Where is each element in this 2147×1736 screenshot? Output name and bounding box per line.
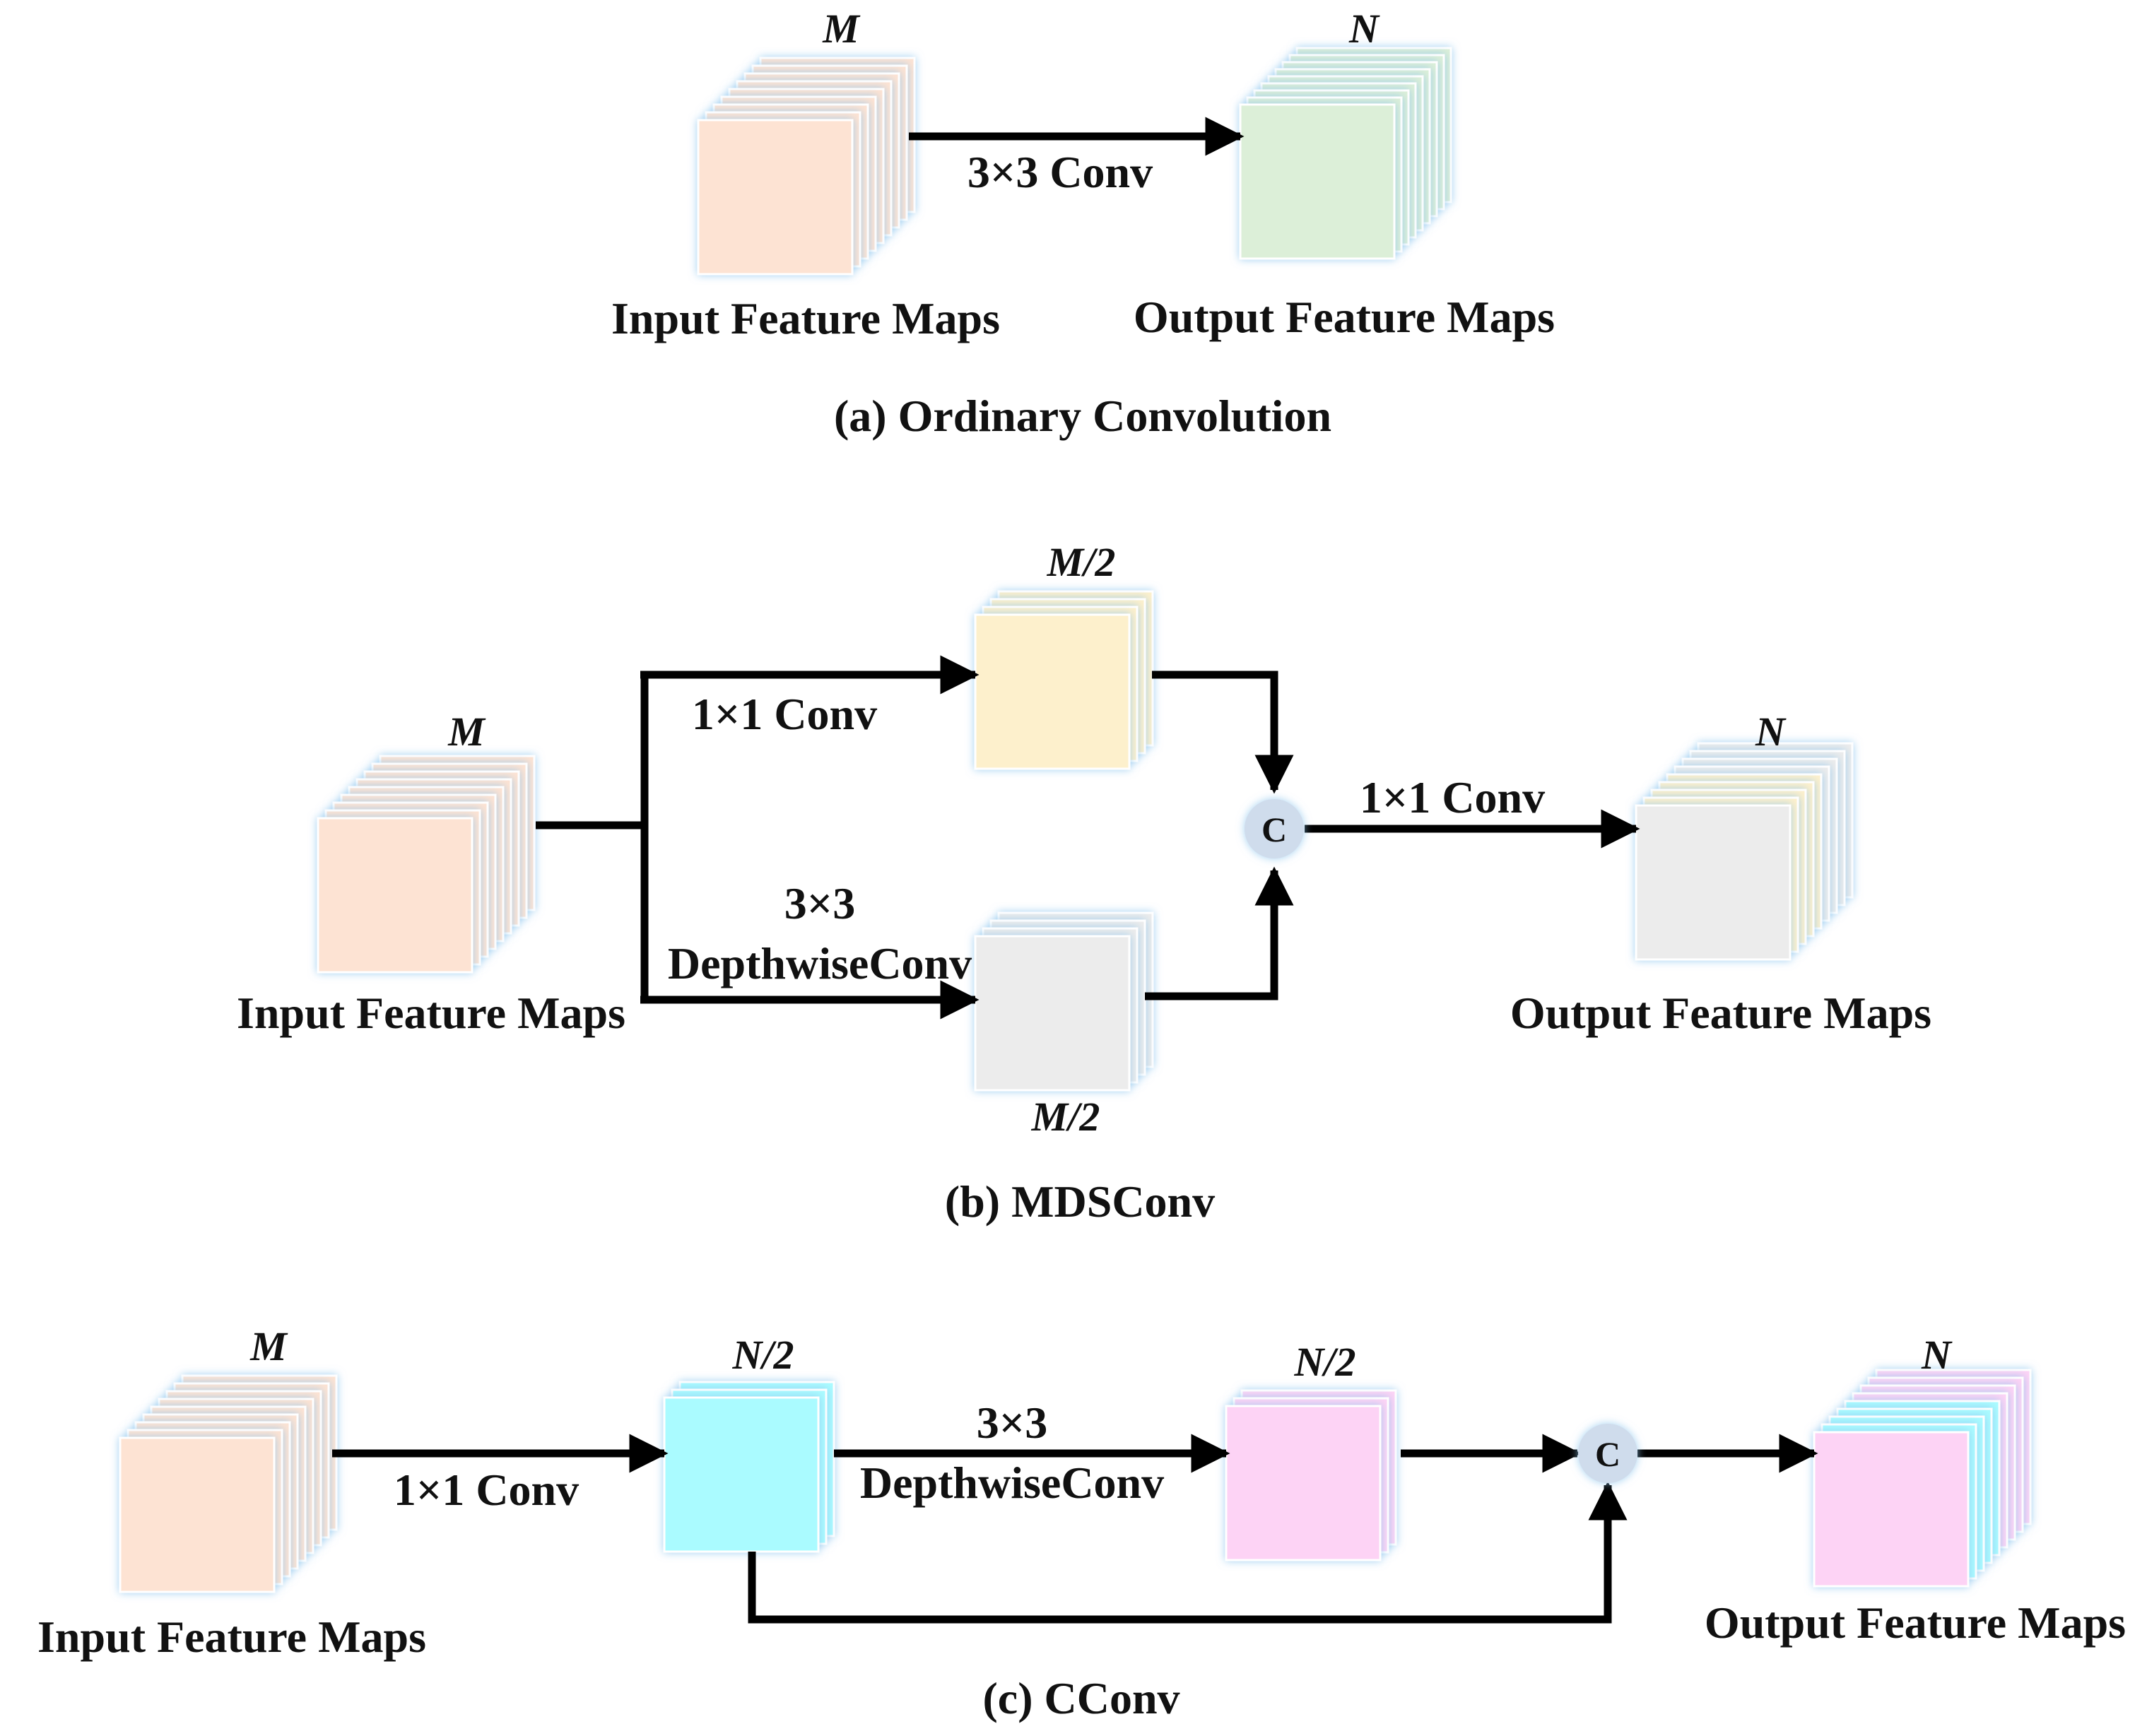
panel-b-output-label: Output Feature Maps	[1510, 988, 1931, 1038]
panel-b-bottom-stack-front-map	[974, 935, 1131, 1092]
panel-c-mid2-stack	[1225, 1389, 1397, 1561]
panel-a-ordinary-convolution: M N 3×3 Conv Input Feature Maps Output F…	[611, 6, 1555, 441]
panel-b-top-op: 1×1 Conv	[692, 689, 877, 739]
panel-c-mid1-stack-front-map	[663, 1396, 820, 1553]
panel-b-bottom-channels: M/2	[1031, 1094, 1100, 1140]
panel-b-bottom-op-line2: DepthwiseConv	[668, 938, 972, 988]
panel-a-op-label: 3×3 Conv	[967, 147, 1153, 197]
panel-c-skip-connection	[748, 1481, 1628, 1624]
panel-c-input-stack-front-map	[119, 1436, 276, 1593]
panel-c-output-stack	[1813, 1369, 2032, 1588]
panel-c-caption: (c) CConv	[982, 1673, 1180, 1723]
panel-c-input-label: Input Feature Maps	[37, 1612, 426, 1662]
panel-c-input-channels: M	[249, 1323, 288, 1369]
panel-c-output-channels: N	[1921, 1332, 1953, 1378]
panel-c-op2-line2: DepthwiseConv	[860, 1458, 1164, 1508]
panel-b-top-stack	[974, 590, 1154, 770]
panel-c-mid1-channels: N/2	[732, 1332, 794, 1378]
panel-b-after-concat-op: 1×1 Conv	[1360, 772, 1545, 822]
panel-b-input-stack	[317, 755, 536, 974]
panel-b-input-channels: M	[447, 709, 486, 755]
panel-c-cconv: C M N/2 N/2 N 1×1 Conv 3×3 DepthwiseConv…	[37, 1323, 2126, 1723]
panel-c-op2-line1: 3×3	[977, 1398, 1047, 1448]
panel-a-input-channels: M	[822, 6, 861, 52]
panel-b-bottom-stack	[974, 911, 1154, 1092]
panel-b-bottom-to-concat	[1145, 866, 1294, 1000]
panel-b-output-channels: N	[1755, 709, 1787, 755]
panel-a-output-stack-front-map	[1239, 103, 1396, 260]
panel-b-caption: (b) MDSConv	[945, 1176, 1215, 1227]
panel-b-output-stack	[1635, 742, 1854, 961]
panel-b-input-stack-front-map	[317, 817, 473, 974]
panel-b-concat-node: C	[1245, 799, 1304, 858]
panel-c-output-stack-front-map	[1813, 1431, 1970, 1588]
panel-c-op1: 1×1 Conv	[394, 1465, 579, 1515]
panel-a-caption: (a) Ordinary Convolution	[834, 391, 1331, 441]
panel-a-input-stack	[697, 57, 916, 276]
panel-a-input-stack-front-map	[697, 119, 854, 276]
panel-b-mdsconv: C M M/2 M/2 N 1×1 Conv 3×3 DepthwiseConv…	[237, 539, 1931, 1227]
panel-a-input-label: Input Feature Maps	[611, 293, 1000, 343]
panel-b-output-stack-front-map	[1635, 804, 1792, 961]
panel-b-bottom-op-line1: 3×3	[784, 878, 855, 928]
panel-c-mid2-channels: N/2	[1294, 1339, 1356, 1385]
panel-c-mid1-stack	[663, 1381, 835, 1553]
panel-b-concat-label: C	[1261, 810, 1287, 849]
panel-c-mid2-stack-front-map	[1225, 1405, 1382, 1561]
panel-a-output-label: Output Feature Maps	[1134, 292, 1555, 342]
panel-c-concat-node: C	[1578, 1424, 1637, 1483]
panel-a-output-stack	[1239, 47, 1452, 260]
panel-b-input-label: Input Feature Maps	[237, 988, 625, 1038]
panel-c-output-label: Output Feature Maps	[1705, 1598, 2126, 1648]
panel-b-top-to-concat	[1152, 671, 1294, 794]
panel-a-output-channels: N	[1348, 6, 1380, 52]
panel-b-top-channels: M/2	[1047, 539, 1116, 585]
panel-c-concat-label: C	[1595, 1434, 1620, 1474]
panel-b-top-stack-front-map	[974, 613, 1131, 770]
panel-c-input-stack	[119, 1374, 338, 1593]
